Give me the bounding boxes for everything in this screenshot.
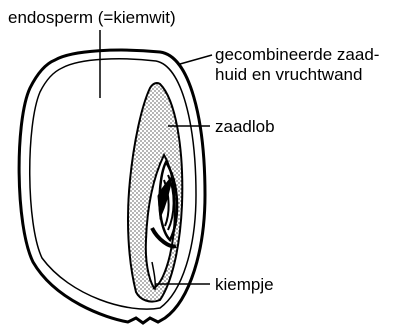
cotyledon-label: zaadlob [215,117,275,136]
endosperm-label: endosperm (=kiemwit) [8,8,176,27]
seed-coat-label-line1: gecombineerde zaad- [215,45,379,64]
embryo-label: kiempje [215,275,274,294]
seed-coat-leader [180,55,212,64]
seed-coat-label-line2: huid en vruchtwand [215,65,362,84]
